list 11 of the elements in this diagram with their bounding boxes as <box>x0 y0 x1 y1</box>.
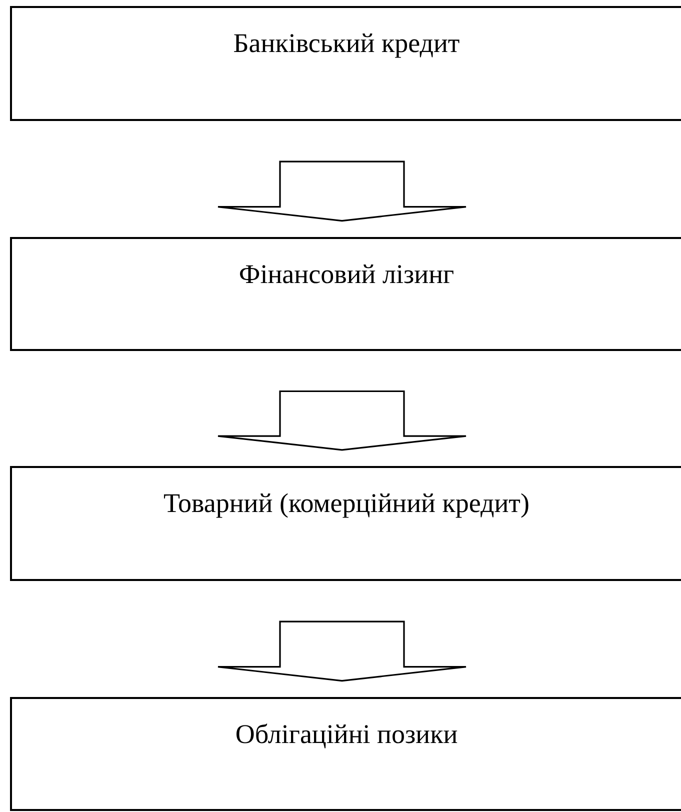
block-arrow <box>217 620 467 682</box>
box-label: Товарний (комерційний кредит) <box>162 488 530 519</box>
box-label: Банківський кредит <box>232 28 461 59</box>
process-box <box>10 237 681 351</box>
box-label: Облігаційні позики <box>234 719 459 750</box>
process-box <box>10 697 681 811</box>
process-box <box>10 466 681 581</box>
block-arrow <box>217 160 467 222</box>
box-label: Фінансовий лізинг <box>238 259 456 290</box>
process-box <box>10 6 681 121</box>
block-arrow <box>217 390 467 451</box>
